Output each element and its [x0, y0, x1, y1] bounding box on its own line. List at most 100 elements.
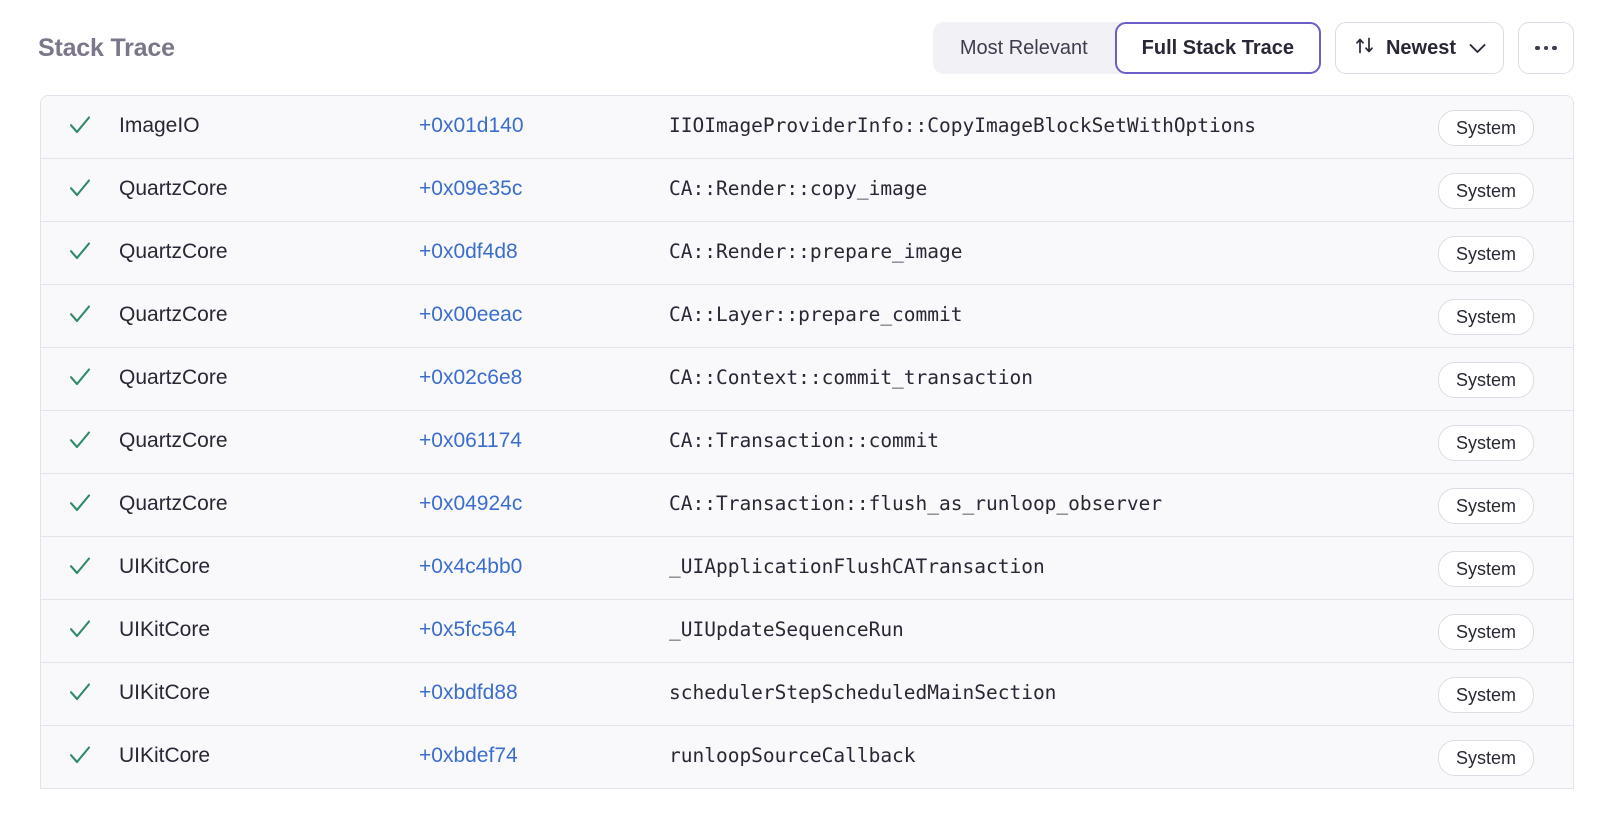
frame-module: QuartzCore — [119, 303, 228, 326]
frame-included-toggle[interactable] — [41, 96, 119, 158]
status-badge: System — [1437, 740, 1534, 776]
table-row[interactable]: QuartzCore +0x04924c CA::Transaction::flus… — [41, 474, 1573, 537]
frame-symbol: CA::Transaction::flush_as_runloop_observ… — [669, 492, 1163, 515]
frame-offset-link[interactable]: +0x09e35c — [419, 177, 523, 200]
frame-badge-container: System — [1413, 726, 1573, 776]
page-title: Stack Trace — [38, 33, 175, 62]
frame-offset-link[interactable]: +0xbdef74 — [419, 744, 518, 767]
frame-module: QuartzCore — [119, 492, 228, 515]
frame-badge-container: System — [1413, 600, 1573, 650]
frame-included-toggle[interactable] — [41, 663, 119, 725]
status-badge: System — [1437, 236, 1534, 272]
frame-symbol: CA::Layer::prepare_commit — [669, 303, 963, 326]
checkmark-icon — [67, 112, 93, 143]
frame-module: UIKitCore — [119, 681, 211, 704]
checkmark-icon — [67, 742, 93, 773]
tab-full-stack-trace[interactable]: Full Stack Trace — [1114, 22, 1321, 74]
stack-trace-view-segmented-control[interactable]: Most Relevant Full Stack Trace — [932, 22, 1321, 74]
frame-offset-link[interactable]: +0x02c6e8 — [419, 366, 523, 389]
status-badge: System — [1437, 110, 1534, 146]
frame-included-toggle[interactable] — [41, 537, 119, 599]
frame-offset-link[interactable]: +0x4c4bb0 — [419, 555, 523, 578]
frame-module: ImageIO — [119, 114, 200, 137]
sort-button[interactable]: Newest — [1334, 22, 1504, 74]
frame-included-toggle[interactable] — [41, 285, 119, 347]
frame-symbol: CA::Context::commit_transaction — [669, 366, 1033, 389]
frame-module: QuartzCore — [119, 366, 228, 389]
more-options-button[interactable] — [1518, 22, 1574, 74]
panel-header: Stack Trace Most Relevant Full Stack Tra… — [0, 0, 1614, 96]
frame-included-toggle[interactable] — [41, 474, 119, 536]
frame-offset-link[interactable]: +0x0df4d8 — [419, 240, 518, 263]
frame-included-toggle[interactable] — [41, 726, 119, 788]
frame-symbol: runloopSourceCallback — [669, 744, 916, 767]
frame-included-toggle[interactable] — [41, 222, 119, 284]
frame-module: UIKitCore — [119, 618, 211, 641]
table-row[interactable]: UIKitCore +0x4c4bb0 _UIApplicationFlushCAT… — [41, 537, 1573, 600]
frame-badge-container: System — [1413, 285, 1573, 335]
status-badge: System — [1437, 299, 1534, 335]
table-row[interactable]: UIKitCore +0x5fc564 _UIUpdateSequenceRun Sy… — [41, 600, 1573, 663]
frame-symbol: schedulerStepScheduledMainSection — [669, 681, 1057, 704]
status-badge: System — [1437, 677, 1534, 713]
ellipsis-icon-dot-3 — [1552, 45, 1557, 51]
status-badge: System — [1437, 425, 1534, 461]
sort-updown-icon — [1354, 35, 1375, 62]
checkmark-icon — [67, 490, 93, 521]
checkmark-icon — [67, 427, 93, 458]
table-row[interactable]: QuartzCore +0x02c6e8 CA::Context::commit_t… — [41, 348, 1573, 411]
status-badge: System — [1437, 362, 1534, 398]
frame-included-toggle[interactable] — [41, 348, 119, 410]
frame-module: UIKitCore — [119, 555, 211, 578]
frame-offset-link[interactable]: +0x04924c — [419, 492, 523, 515]
frame-badge-container: System — [1413, 96, 1573, 146]
checkmark-icon — [67, 364, 93, 395]
checkmark-icon — [67, 553, 93, 584]
chevron-down-icon — [1469, 37, 1486, 60]
ellipsis-icon-dot-2 — [1543, 45, 1549, 51]
frame-included-toggle[interactable] — [41, 411, 119, 473]
frame-badge-container: System — [1413, 222, 1573, 272]
sort-label: Newest — [1385, 36, 1456, 59]
checkmark-icon — [67, 175, 93, 206]
frame-badge-container: System — [1413, 474, 1573, 524]
checkmark-icon — [67, 301, 93, 332]
status-badge: System — [1437, 551, 1534, 587]
status-badge: System — [1437, 173, 1534, 209]
table-row[interactable]: UIKitCore +0xbdfd88 schedulerStepScheduled… — [41, 663, 1573, 726]
frame-symbol: CA::Render::copy_image — [669, 177, 928, 200]
frame-badge-container: System — [1413, 537, 1573, 587]
status-badge: System — [1437, 614, 1534, 650]
frame-included-toggle[interactable] — [41, 159, 119, 221]
checkmark-icon — [67, 238, 93, 269]
frame-symbol: CA::Transaction::commit — [669, 429, 940, 452]
frame-module: QuartzCore — [119, 240, 228, 263]
frame-offset-link[interactable]: +0x5fc564 — [419, 618, 517, 641]
table-row[interactable]: QuartzCore +0x061174 CA::Transaction::comm… — [41, 411, 1573, 474]
tab-most-relevant[interactable]: Most Relevant — [933, 22, 1115, 74]
frame-offset-link[interactable]: +0x061174 — [419, 429, 522, 452]
table-row[interactable]: QuartzCore +0x00eeac CA::Layer::prepare_co… — [41, 285, 1573, 348]
frame-module: QuartzCore — [119, 177, 228, 200]
frame-offset-link[interactable]: +0xbdfd88 — [419, 681, 518, 704]
frame-symbol: _UIUpdateSequenceRun — [669, 618, 904, 641]
frame-offset-link[interactable]: +0x01d140 — [419, 114, 524, 137]
frame-symbol: _UIApplicationFlushCATransaction — [669, 555, 1045, 578]
frame-offset-link[interactable]: +0x00eeac — [419, 303, 523, 326]
checkmark-icon — [67, 616, 93, 647]
checkmark-icon — [67, 679, 93, 710]
frame-included-toggle[interactable] — [41, 600, 119, 662]
status-badge: System — [1437, 488, 1534, 524]
table-row[interactable]: QuartzCore +0x09e35c CA::Render::copy_imag… — [41, 159, 1573, 222]
frame-badge-container: System — [1413, 411, 1573, 461]
frame-badge-container: System — [1413, 663, 1573, 713]
frame-badge-container: System — [1413, 159, 1573, 209]
frame-module: QuartzCore — [119, 429, 228, 452]
ellipsis-icon — [1535, 45, 1540, 51]
header-controls: Most Relevant Full Stack Trace Newest — [932, 22, 1574, 74]
